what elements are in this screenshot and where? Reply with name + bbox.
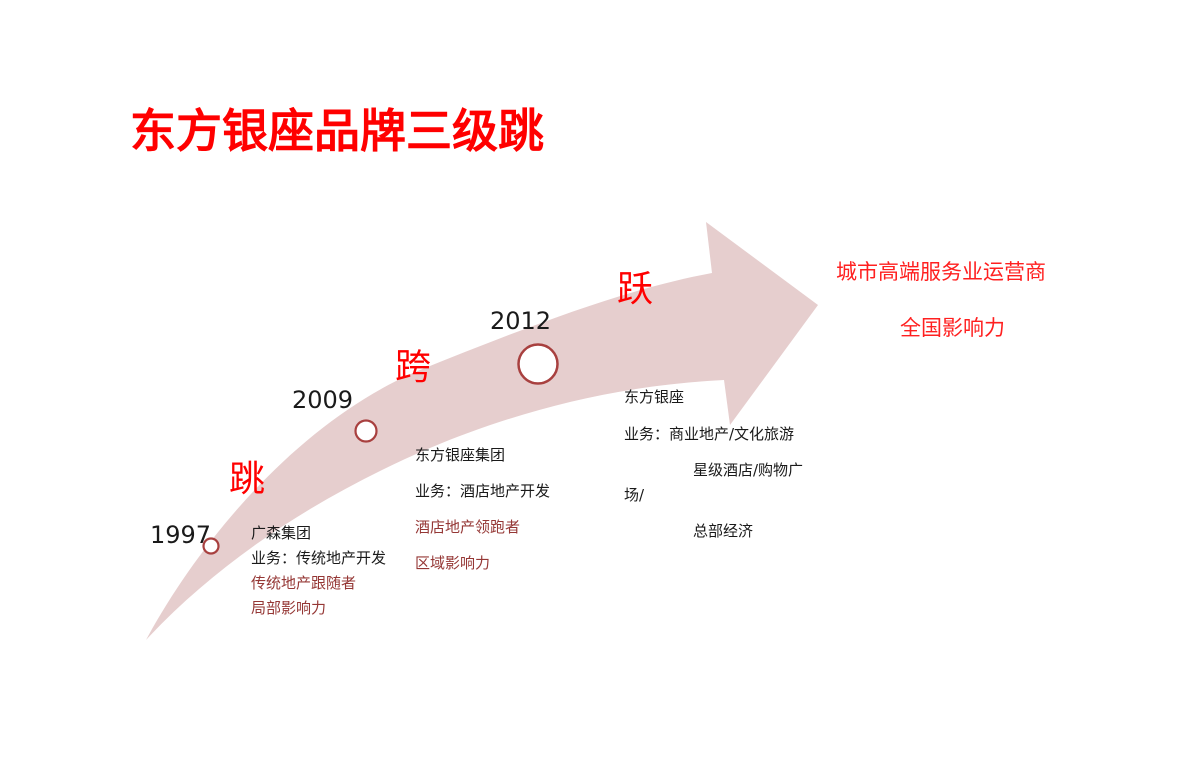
stage-label-jump: 跳 xyxy=(229,459,266,500)
milestone-1997-info: 广森集团 业务：传统地产开发 传统地产跟随者 局部影响力 xyxy=(251,521,386,621)
milestone-1997-company: 广森集团 xyxy=(251,524,312,542)
stage-label-stride: 跨 xyxy=(395,347,432,388)
milestone-1997-marker xyxy=(202,537,220,555)
milestone-2012-company: 东方银座 xyxy=(624,388,685,406)
milestone-2012-business-line2: 星级酒店/购物广 xyxy=(693,461,804,479)
milestone-2009-info: 东方银座集团 业务：酒店地产开发 酒店地产领跑者 区域影响力 xyxy=(415,437,550,581)
milestone-1997-position: 传统地产跟随者 xyxy=(251,574,357,592)
milestone-2012-marker xyxy=(517,343,559,385)
goal-line2: 全国影响力 xyxy=(900,316,1005,340)
milestone-2009-influence: 区域影响力 xyxy=(415,554,491,572)
milestone-2012-business-line3: 场/ xyxy=(624,486,645,504)
milestone-2009-position: 酒店地产领跑者 xyxy=(415,518,521,536)
milestone-year-1997: 1997 xyxy=(150,521,212,549)
milestone-year-2009: 2009 xyxy=(292,386,354,414)
milestone-1997-influence: 局部影响力 xyxy=(251,599,327,617)
milestone-1997-business: 业务：传统地产开发 xyxy=(251,549,387,567)
milestone-2012-business-line1: 业务：商业地产/文化旅游 xyxy=(624,425,795,443)
milestone-2009-company: 东方银座集团 xyxy=(415,446,506,464)
growth-arrow-shape xyxy=(146,222,818,640)
page-title: 东方银座品牌三级跳 xyxy=(130,104,544,158)
milestone-2009-marker xyxy=(354,419,378,443)
stage-label-leap: 跃 xyxy=(617,269,654,310)
milestone-year-2012: 2012 xyxy=(490,307,552,335)
milestone-2012-business-line4: 总部经济 xyxy=(693,522,754,540)
goal-line1: 城市高端服务业运营商 xyxy=(836,260,1046,284)
milestone-2009-business: 业务：酒店地产开发 xyxy=(415,482,551,500)
